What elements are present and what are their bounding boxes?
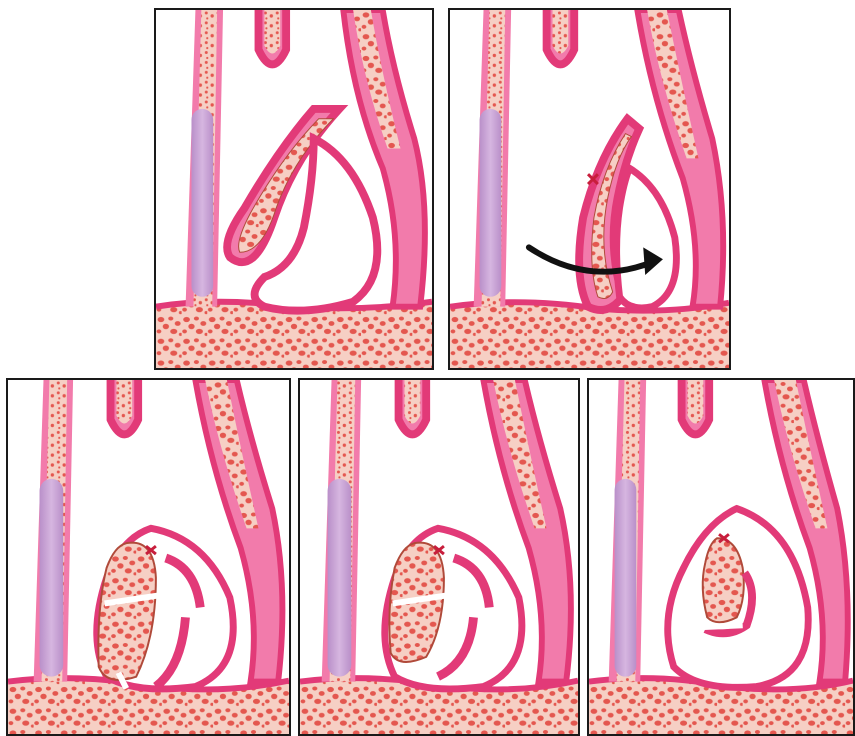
panel-5-illustration [589,380,853,734]
septal-cartilage [191,109,213,297]
bone-segment [703,538,744,622]
septal-cartilage [40,479,64,677]
panel-3 [6,378,291,736]
panel-3-illustration [8,380,289,734]
floor-bone [450,302,729,368]
panel-2 [448,8,731,370]
panel-1 [154,8,434,370]
septal-cartilage [615,479,637,677]
panel-1-illustration [156,10,432,368]
panel-4-illustration [300,380,578,734]
septal-cartilage [328,479,352,677]
panel-4 [298,378,580,736]
panel-2-illustration [450,10,729,368]
septal-cartilage [480,109,502,297]
panel-5 [587,378,855,736]
